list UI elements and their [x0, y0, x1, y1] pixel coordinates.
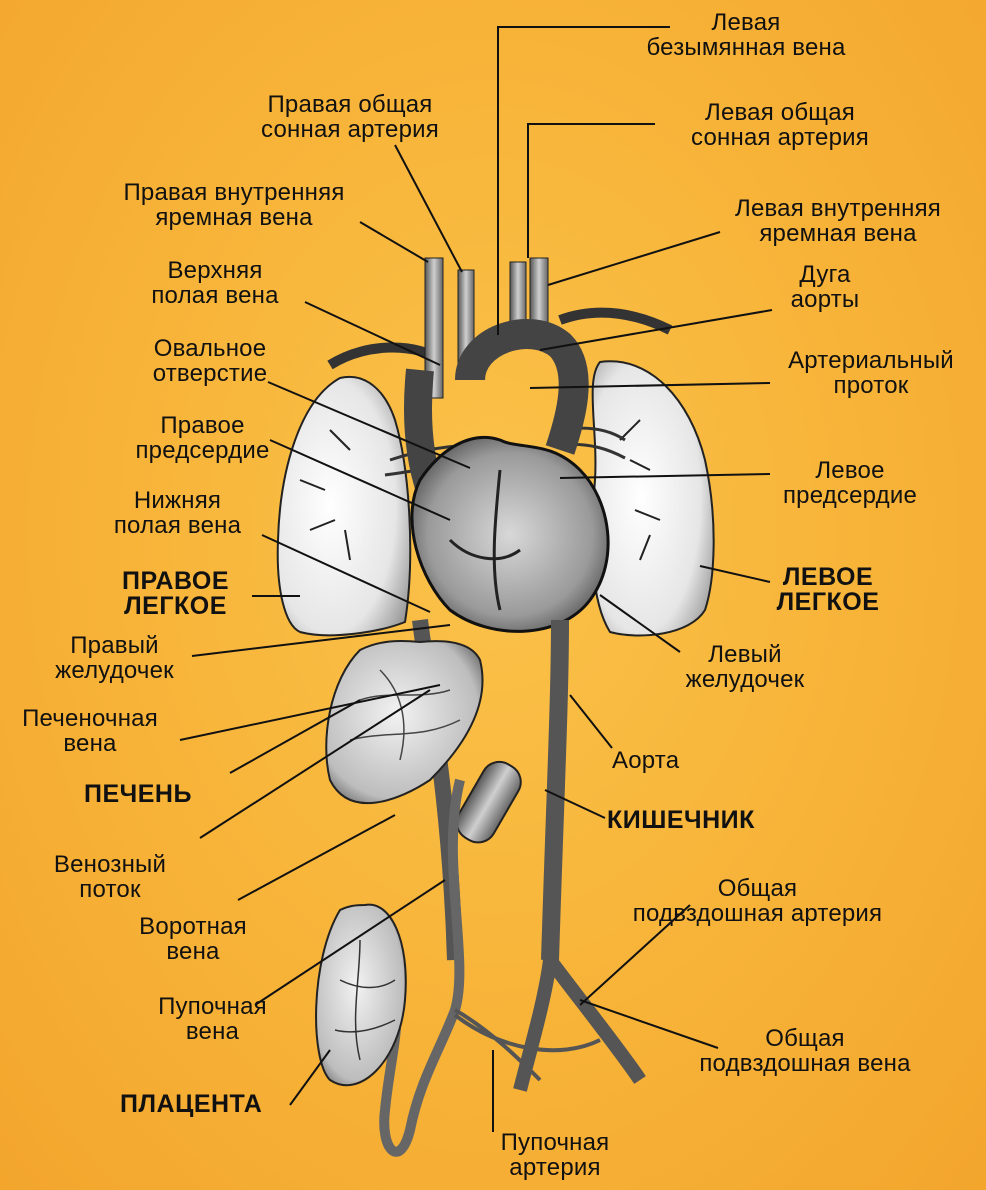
label-common-iliac-artery: Общая подвздошная артерия — [585, 876, 930, 926]
label-aortic-arch: Дуга аорты — [770, 262, 880, 312]
label-left-internal-jugular: Левая внутренняя яремная вена — [690, 196, 986, 246]
label-portal-vein: Воротная вена — [113, 914, 273, 964]
label-umbilical-artery: Пупочная артерия — [470, 1130, 640, 1180]
label-right-lung: ПРАВОЕ ЛЕГКОЕ — [98, 569, 253, 619]
liver-shape — [326, 641, 482, 803]
label-hepatic-vein: Печеночная вена — [0, 706, 180, 756]
descending-aorta-shape — [550, 620, 560, 960]
label-umbilical-vein: Пупочная вена — [125, 994, 300, 1044]
label-aorta: Аорта — [612, 748, 679, 773]
label-right-internal-jugular: Правая внутренняя яремная вена — [84, 180, 384, 230]
label-inferior-vena-cava: Нижняя полая вена — [85, 488, 270, 538]
label-superior-vena-cava: Верхняя полая вена — [120, 258, 310, 308]
label-left-innominate-vein: Левая безымянная вена — [596, 10, 896, 60]
subclavian-left — [560, 313, 670, 330]
label-left-ventricle: Левый желудочек — [655, 642, 835, 692]
label-intestine: КИШЕЧНИК — [607, 808, 755, 833]
label-liver: ПЕЧЕНЬ — [84, 782, 192, 807]
intestine-shape — [450, 755, 527, 849]
label-left-common-carotid: Левая общая сонная артерия — [640, 100, 920, 150]
label-placenta: ПЛАЦЕНТА — [120, 1092, 262, 1117]
label-left-lung: ЛЕВОЕ ЛЕГКОЕ — [758, 565, 898, 615]
label-common-iliac-vein: Общая подвздошная вена — [660, 1026, 950, 1076]
label-right-atrium: Правое предсердие — [115, 413, 290, 463]
label-ductus-arteriosus: Артериальный проток — [756, 348, 986, 398]
label-ductus-venosus: Венозный поток — [30, 852, 190, 902]
label-right-common-carotid: Правая общая сонная артерия — [215, 92, 485, 142]
aortic-arch-shape — [470, 334, 574, 450]
heart-shape — [412, 437, 608, 631]
label-right-ventricle: Правый желудочек — [22, 633, 207, 683]
label-left-atrium: Левое предсердие — [765, 458, 935, 508]
label-foramen-ovale: Овальное отверстие — [130, 336, 290, 386]
left-lung-shape — [592, 361, 713, 635]
